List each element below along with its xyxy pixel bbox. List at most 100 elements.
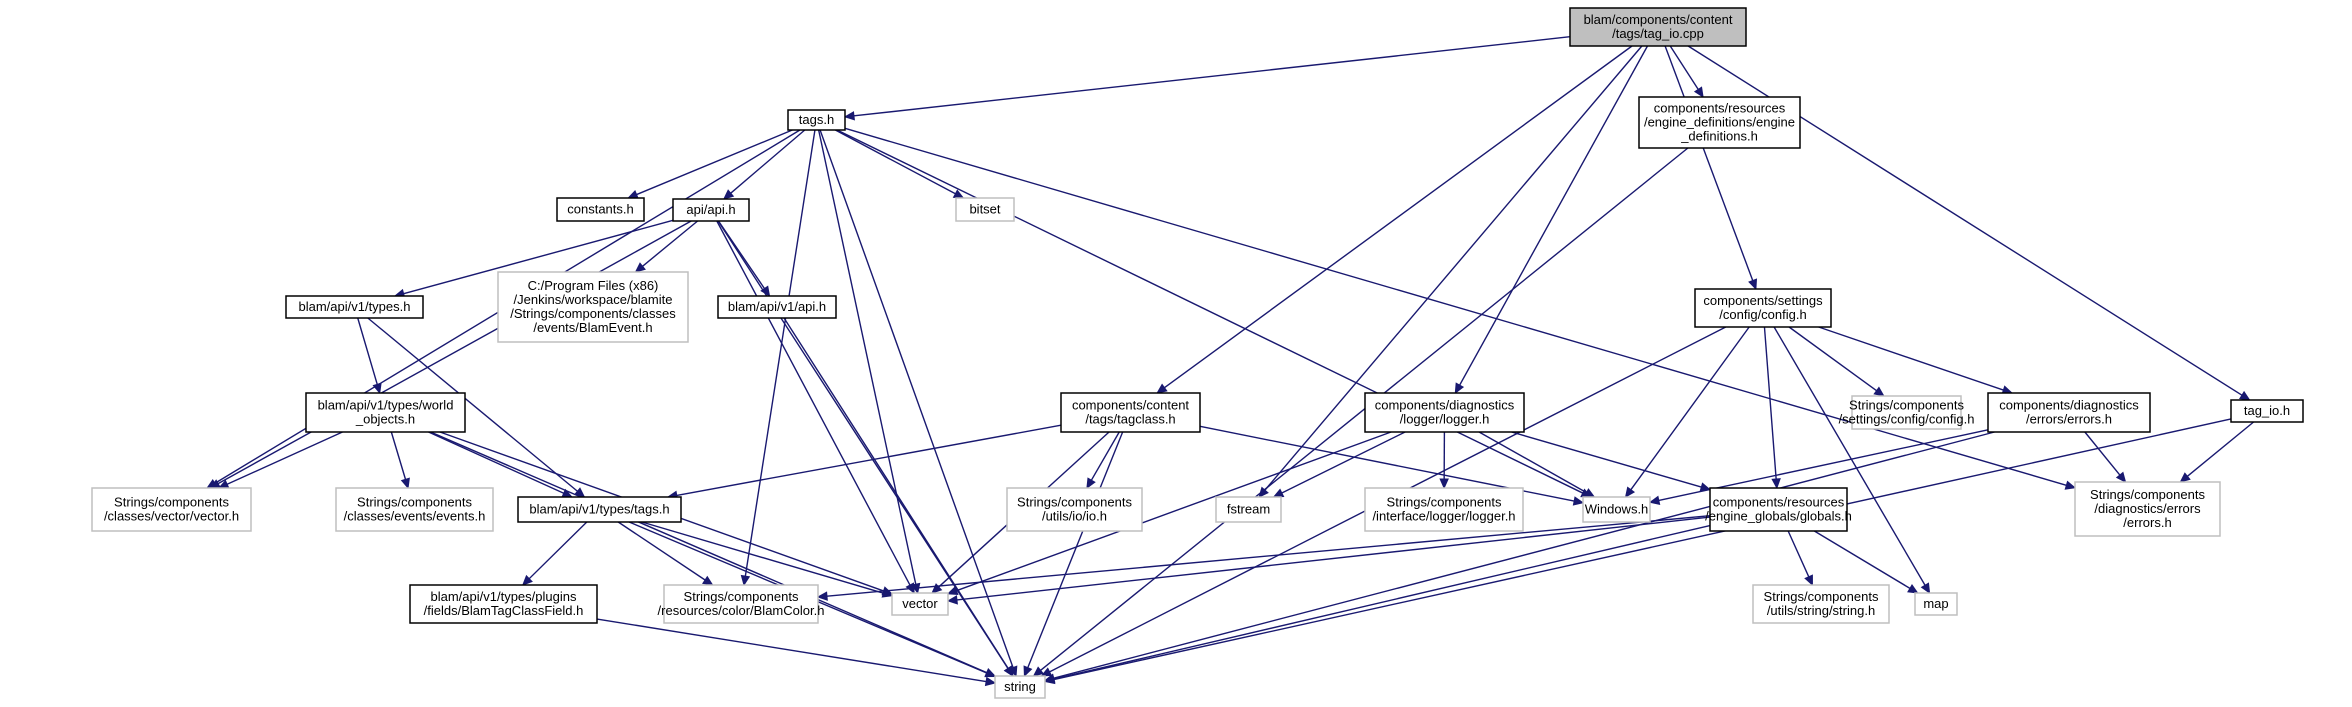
edge-tagclass-to-types_tags: [666, 424, 1062, 500]
node-label-line: constants.h: [567, 202, 634, 217]
node-label-line: Strings/components: [1387, 495, 1502, 510]
node-constants[interactable]: constants.h: [556, 197, 645, 222]
edge-arrowhead: [816, 591, 828, 601]
edge-globals-to-blamcolor: [816, 515, 1711, 601]
edge-line: [596, 618, 987, 683]
node-label-line: blam/api/v1/types/tags.h: [529, 502, 669, 517]
node-label-line: /fields/BlamTagClassField.h: [424, 603, 584, 618]
edge-line: [1053, 431, 1995, 679]
edge-types_tags-to-plugins: [521, 521, 588, 586]
node-label-line: api/api.h: [686, 202, 735, 217]
edge-config-to-windows: [1624, 326, 1750, 498]
node-box: [409, 584, 598, 624]
edge-line: [826, 515, 1711, 597]
node-label-line: blam/components/content: [1584, 12, 1733, 27]
edge-arrowhead: [1693, 86, 1704, 99]
edge-arrowhead: [372, 382, 382, 395]
edge-api_h-to-vector: [716, 220, 915, 595]
node-box: [891, 592, 949, 616]
node-box: [717, 295, 837, 319]
edge-errors-to-diag_errors: [2084, 431, 2127, 483]
edge-arrowhead: [2179, 472, 2191, 483]
node-vector: vector: [891, 592, 949, 616]
edge-line: [744, 129, 816, 577]
node-box: [1987, 392, 2151, 433]
edge-config-to-str_config: [1788, 326, 1885, 397]
edge-line: [817, 129, 917, 585]
node-types_h[interactable]: blam/api/v1/types.h: [285, 295, 424, 319]
node-label-line: C:/Program Files (x86): [528, 278, 659, 293]
node-tagclass[interactable]: components/content/tags/tagclass.h: [1060, 392, 1201, 433]
node-root[interactable]: blam/components/content/tags/tag_io.cpp: [1569, 7, 1747, 47]
edge-arrowhead: [1920, 582, 1931, 595]
edge-line: [357, 317, 378, 385]
node-logger[interactable]: components/diagnostics/logger/logger.h: [1364, 392, 1525, 433]
edge-arrowhead: [2064, 480, 2077, 490]
edge-line: [956, 431, 1392, 592]
node-label-line: Strings/components: [114, 495, 229, 510]
edge-line: [676, 424, 1062, 497]
node-box: [1569, 7, 1747, 47]
edge-arrowhead: [1748, 278, 1758, 291]
edge-arrowhead: [2115, 471, 2127, 483]
node-plugins[interactable]: blam/api/v1/types/plugins/fields/BlamTag…: [409, 584, 598, 624]
edge-line: [956, 516, 1711, 601]
node-label-line: Strings/components: [1017, 495, 1132, 510]
node-box: [663, 584, 819, 624]
edge-world_objects-to-events_h: [390, 431, 410, 490]
edge-tags_h-to-bitset: [834, 129, 965, 199]
edge-tagclass-to-string: [1023, 431, 1124, 678]
node-blamcolor: Strings/components/resources/color/BlamC…: [658, 584, 824, 624]
edge-arrowhead: [843, 111, 855, 121]
edge-globals-to-map: [1813, 530, 1919, 594]
node-engine_defs[interactable]: components/resources/engine_definitions/…: [1638, 96, 1801, 149]
node-world_objects[interactable]: blam/api/v1/types/world_objects.h: [305, 392, 466, 433]
node-tag_io_h[interactable]: tag_io.h: [2230, 399, 2304, 423]
edge-root-to-engine_defs: [1669, 45, 1704, 99]
node-box: [2230, 399, 2304, 423]
node-box: [556, 197, 645, 222]
edge-v1_api-to-string: [783, 317, 1014, 678]
node-label-line: /settings/config/config.h: [1839, 412, 1975, 427]
node-tags_h[interactable]: tags.h: [787, 109, 846, 131]
node-api_h[interactable]: api/api.h: [672, 198, 750, 222]
node-box: [1914, 592, 1958, 616]
node-label-line: blam/api/v1/types/plugins: [431, 589, 577, 604]
edge-arrowhead: [946, 595, 958, 605]
edge-line: [641, 521, 884, 594]
edge-types_tags-to-blamcolor: [617, 521, 714, 586]
node-errors[interactable]: components/diagnostics/errors/errors.h: [1987, 392, 2151, 433]
edge-line: [834, 129, 956, 195]
edge-arrowhead: [1043, 674, 1056, 685]
edge-arrowhead: [1032, 666, 1045, 677]
edge-line: [1763, 326, 1777, 480]
node-types_tags[interactable]: blam/api/v1/types/tags.h: [517, 496, 682, 523]
edge-globals-to-str_string: [1787, 530, 1813, 587]
node-label-line: Strings/components: [357, 495, 472, 510]
node-label-line: Strings/components: [1764, 589, 1879, 604]
node-label-line: Windows.h: [1585, 502, 1649, 517]
node-globals[interactable]: components/resources/engine_globals/glob…: [1705, 487, 1852, 532]
edge-root-to-logger: [1454, 45, 1649, 395]
edge-arrowhead: [1454, 382, 1465, 395]
edge-api_h-to-vector_h: [209, 220, 692, 489]
node-iface_logger: Strings/components/interface/logger/logg…: [1364, 487, 1524, 532]
node-box: [1694, 288, 1832, 328]
node-box: [1851, 395, 1962, 430]
node-box: [1752, 584, 1890, 624]
node-box: [994, 675, 1046, 699]
edge-arrowhead: [1003, 665, 1014, 678]
node-label-line: /errors/errors.h: [2026, 412, 2112, 427]
node-label-line: bitset: [969, 202, 1000, 217]
edge-tags_h-to-blamcolor: [740, 129, 816, 587]
edge-line: [1630, 326, 1750, 491]
node-config[interactable]: components/settings/config/config.h: [1694, 288, 1832, 328]
edge-line: [1669, 45, 1699, 90]
node-label-line: _definitions.h: [1680, 129, 1758, 144]
edge-line: [1478, 431, 1587, 494]
node-v1_api[interactable]: blam/api/v1/api.h: [717, 295, 837, 319]
edge-line: [403, 219, 674, 295]
node-label-line: /classes/events/events.h: [344, 509, 486, 524]
edge-arrowhead: [1040, 667, 1053, 677]
edge-arrowhead: [2238, 390, 2251, 401]
